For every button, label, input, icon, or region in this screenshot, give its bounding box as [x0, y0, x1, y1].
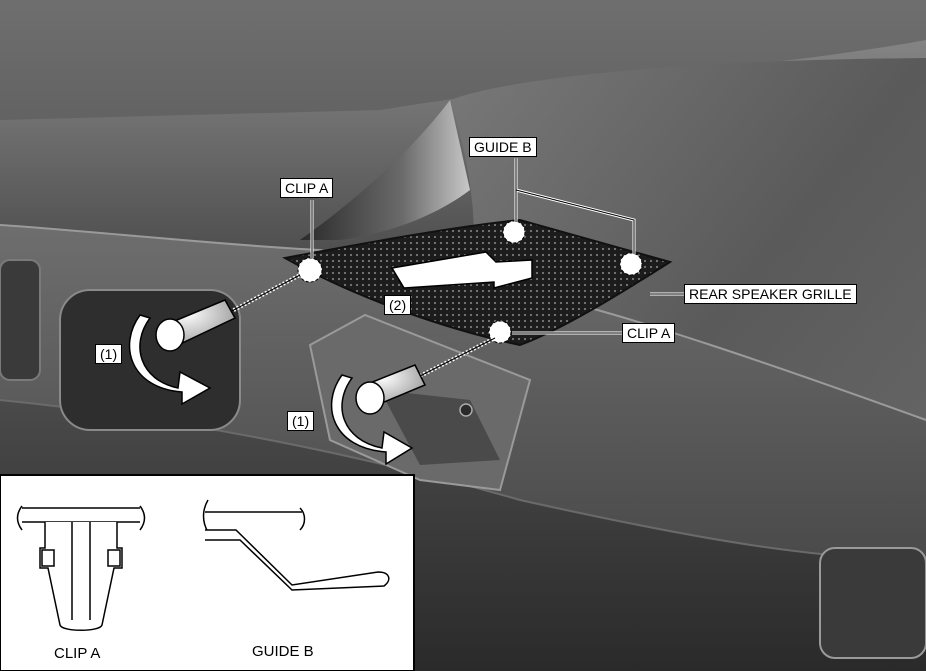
clip-a-marker-left	[297, 257, 323, 283]
rotation-arrow-left	[128, 314, 212, 406]
inset-caption-guide-b: GUIDE B	[252, 643, 314, 660]
guide-b-drawing	[202, 499, 390, 591]
inset-caption-clip-a: CLIP A	[54, 645, 101, 662]
label-step-2: (2)	[384, 295, 412, 315]
trim-tool-right	[355, 336, 496, 415]
guide-b-marker-1	[502, 220, 526, 244]
guide-b-marker-2	[619, 252, 643, 276]
left-edge-recess	[0, 259, 41, 381]
c-pillar	[300, 100, 470, 240]
rotation-arrow-right	[330, 374, 414, 466]
clip-a-marker-right	[488, 320, 512, 344]
roof-liner	[0, 0, 926, 120]
clip-a-drawing	[16, 505, 146, 631]
label-guide-b: GUIDE B	[469, 137, 537, 157]
removal-arrow	[390, 251, 533, 289]
label-clip-a-right: CLIP A	[622, 323, 676, 343]
bolt-hole	[459, 403, 473, 417]
label-clip-a-left: CLIP A	[280, 178, 334, 198]
right-latch	[819, 547, 926, 659]
label-step-1-left: (1)	[95, 344, 123, 364]
trim-tool-left	[155, 273, 301, 352]
label-step-1-right: (1)	[287, 411, 315, 431]
label-rear-speaker-grille: REAR SPEAKER GRILLE	[684, 284, 857, 304]
